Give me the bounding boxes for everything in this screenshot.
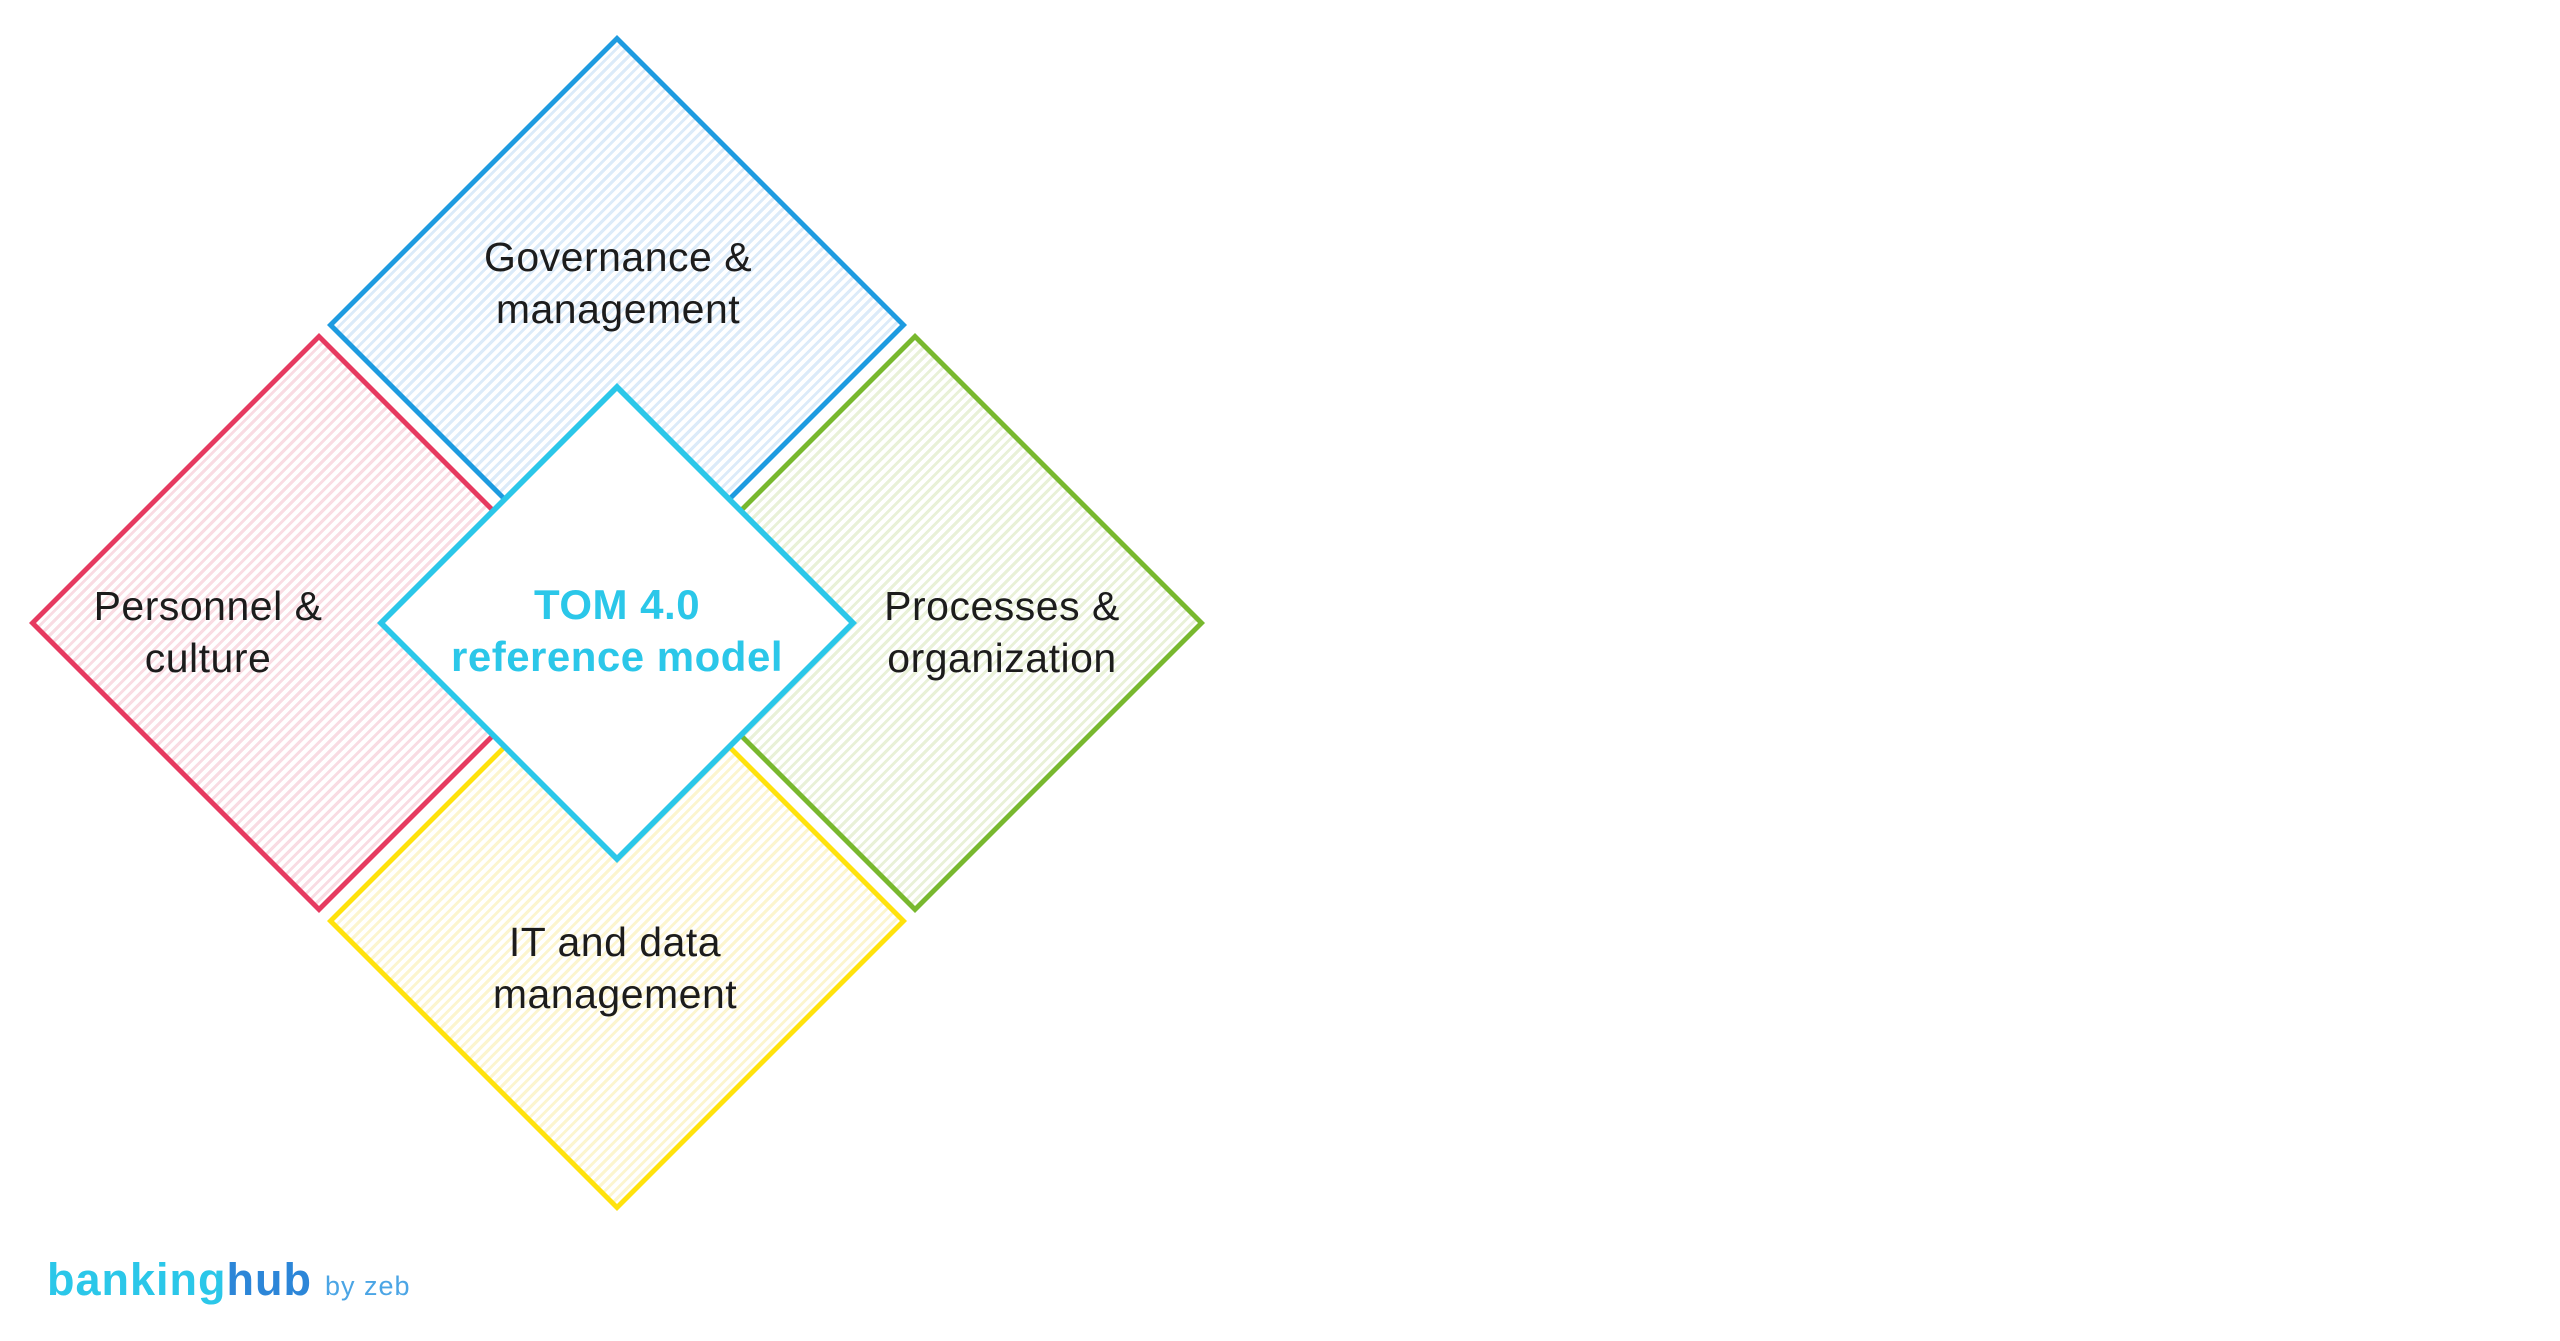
processes-organization-label-line2: organization bbox=[887, 635, 1117, 681]
logo-banking-text: banking bbox=[47, 1254, 227, 1305]
processes-organization-label: Processes & organization bbox=[884, 580, 1120, 684]
it-data-management-label-line2: management bbox=[492, 971, 738, 1017]
it-data-management-label-line1: IT and data bbox=[508, 919, 722, 965]
personnel-culture-label-line1: Personnel & bbox=[93, 583, 323, 629]
processes-organization-label-line1: Processes & bbox=[884, 583, 1120, 629]
it-data-management-label: IT and data management bbox=[493, 916, 737, 1020]
personnel-culture-label: Personnel & culture bbox=[94, 580, 323, 684]
bankinghub-logo: banking hub by zeb bbox=[47, 1254, 411, 1306]
governance-management-label: Governance & management bbox=[484, 231, 752, 335]
center-title: TOM 4.0 reference model bbox=[451, 579, 783, 683]
logo-byzeb-text: by zeb bbox=[324, 1271, 411, 1301]
center-title-line1: TOM 4.0 bbox=[533, 581, 701, 628]
governance-management-label-line2: management bbox=[495, 286, 741, 332]
center-title-line2: reference model bbox=[451, 633, 783, 680]
logo-hub-text: hub bbox=[226, 1254, 312, 1305]
personnel-culture-label-line2: culture bbox=[144, 635, 272, 681]
governance-management-label-line1: Governance & bbox=[483, 234, 753, 280]
